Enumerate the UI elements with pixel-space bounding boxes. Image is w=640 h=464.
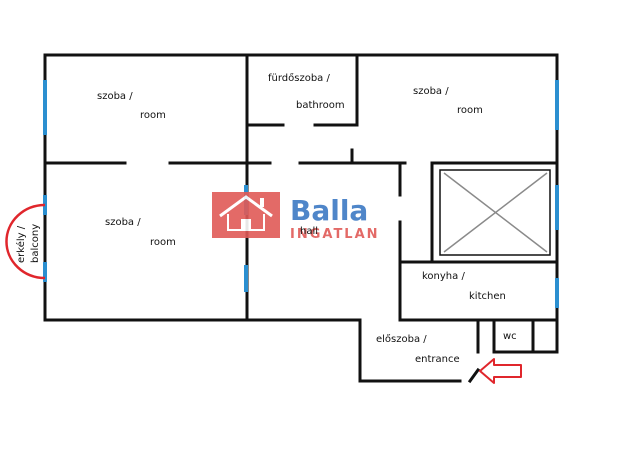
balcony-hu-label: erkély /	[15, 225, 27, 263]
watermark-brand: Balla	[290, 194, 368, 227]
house-icon	[212, 192, 280, 238]
hall-label: hall	[300, 226, 318, 237]
room-w-hu-label: szoba /	[105, 217, 141, 228]
room-nw-en-label: room	[140, 110, 166, 121]
balcony-outline	[5, 203, 46, 280]
room-ne-en-label: room	[457, 105, 483, 116]
walls	[43, 53, 559, 384]
room-w-en-label: room	[150, 237, 176, 248]
watermark-logo: Balla INGATLAN	[212, 192, 380, 242]
kitchen-hu-label: konyha /	[422, 271, 465, 282]
entrance-hu-label: előszoba /	[376, 333, 427, 345]
watermark-sub: INGATLAN	[290, 227, 380, 242]
entrance-en-label: entrance	[415, 354, 460, 365]
room-ne-hu-label: szoba /	[413, 86, 449, 97]
balcony-en-label: balcony	[30, 224, 41, 263]
bathroom-en-label: bathroom	[296, 100, 345, 111]
elevator-shaft	[439, 169, 551, 256]
arrow-left-icon	[479, 358, 522, 384]
bathroom-hu-label: fürdőszoba /	[268, 72, 330, 84]
kitchen-en-label: kitchen	[469, 291, 506, 302]
room-nw-hu-label: szoba /	[97, 91, 133, 102]
wc-label: wc	[503, 331, 517, 342]
